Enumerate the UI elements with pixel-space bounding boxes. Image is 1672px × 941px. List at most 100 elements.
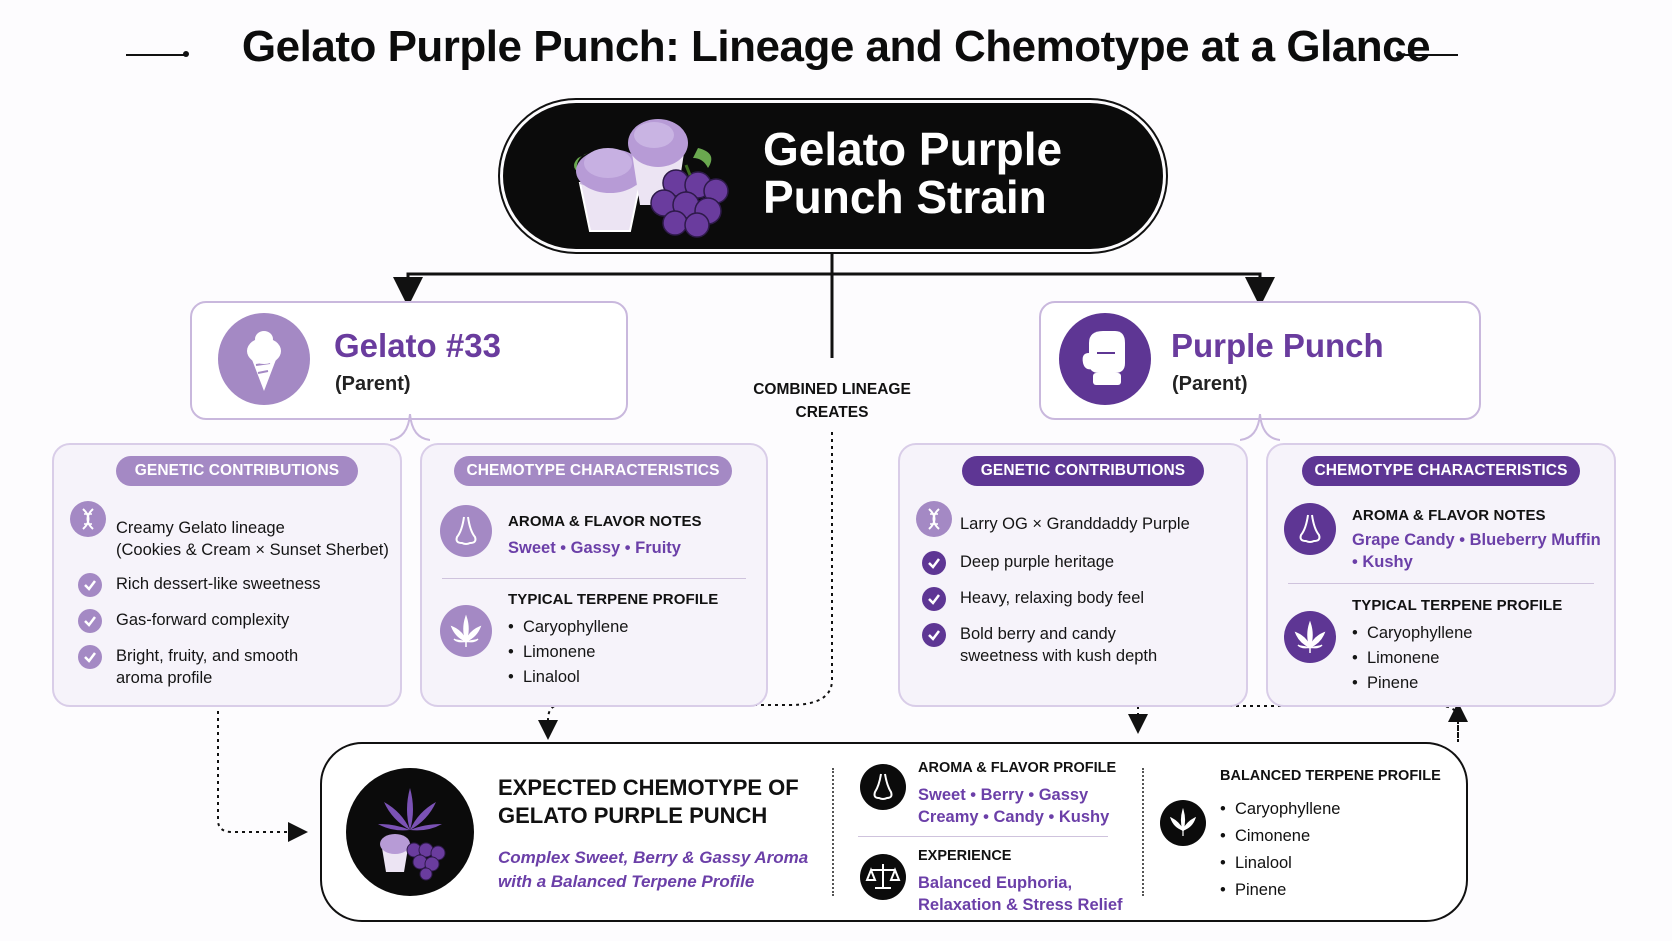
right-genetic-item-1: Larry OG × Granddaddy Purple xyxy=(960,515,1190,533)
root-title-line2: Punch Strain xyxy=(763,171,1047,223)
right-terpene-1: • Caryophyllene xyxy=(1352,624,1473,642)
expected-title-line1: EXPECTED CHEMOTYPE OF xyxy=(498,775,799,800)
parent-name-gelato-33: Gelato #33 xyxy=(334,327,501,364)
right-aroma-line1: Grape Candy • Blueberry Muffin xyxy=(1352,531,1601,549)
nose-icon xyxy=(440,505,492,557)
left-genetic-item-3: Gas-forward complexity xyxy=(116,611,290,629)
right-terpene-1-text: Caryophyllene xyxy=(1366,624,1473,642)
expected-terpene-3: • Linalool xyxy=(1220,854,1292,872)
right-terpene-list: • Caryophyllene • Limonene • Pinene xyxy=(1352,621,1472,696)
expected-aroma-line2: Creamy • Candy • Kushy xyxy=(918,808,1110,826)
left-terpene-list: • Caryophyllene • Limonene • Linalool xyxy=(508,615,628,690)
expected-terpene-4: • Pinene xyxy=(1220,881,1287,899)
expected-terpene-list: • Caryophyllene • Cimonene • Linalool • … xyxy=(1220,796,1340,904)
expected-experience: Balanced Euphoria, Relaxation & Stress R… xyxy=(918,872,1123,916)
left-terpene-heading: TYPICAL TERPENE PROFILE xyxy=(508,591,719,608)
expected-terpene-1: • Caryophyllene xyxy=(1220,800,1341,818)
nose-icon xyxy=(860,764,906,810)
left-genetic-item-4-line1: Bright, fruity, and smooth xyxy=(116,647,299,665)
left-chemotype-divider xyxy=(442,578,746,579)
check-icon xyxy=(78,573,102,597)
right-genetic-item-2: Deep purple heritage xyxy=(960,553,1115,571)
expected-title-line2: GELATO PURPLE PUNCH xyxy=(498,803,768,828)
title-rule-left xyxy=(126,54,186,56)
right-terpene-2: • Limonene xyxy=(1352,649,1440,667)
check-icon xyxy=(922,551,946,575)
dna-icon xyxy=(916,501,952,537)
dna-icon xyxy=(70,501,106,537)
right-genetic-item-3: Heavy, relaxing body feel xyxy=(960,589,1145,607)
expected-terpene-4-text: Pinene xyxy=(1234,881,1287,899)
title-rule-right-dot xyxy=(1396,51,1402,57)
right-genetic-item-4-line2: sweetness with kush depth xyxy=(960,647,1158,665)
expected-divider-1 xyxy=(832,768,834,896)
cannabis-leaf-icon xyxy=(1160,800,1206,846)
expected-terpene-heading: BALANCED TERPENE PROFILE xyxy=(1220,768,1441,784)
left-genetic-item-4: Bright, fruity, and smooth aroma profile xyxy=(116,645,298,689)
left-aroma-heading: AROMA & FLAVOR NOTES xyxy=(508,513,702,530)
left-terpene-2: • Limonene xyxy=(508,643,596,661)
title-rule-right xyxy=(1400,54,1458,56)
left-terpene-3-text: Linalool xyxy=(522,668,580,686)
boxing-glove-icon xyxy=(1059,313,1151,405)
expected-title: EXPECTED CHEMOTYPE OF GELATO PURPLE PUNC… xyxy=(498,774,799,830)
right-genetic-label: GENETIC CONTRIBUTIONS xyxy=(962,456,1204,486)
left-genetic-item-1-line1: Creamy Gelato lineage xyxy=(116,519,285,537)
left-aroma-notes: Sweet • Gassy • Fruity xyxy=(508,539,681,557)
root-title-line1: Gelato Purple xyxy=(763,123,1063,175)
left-genetic-item-1-line2: (Cookies & Cream × Sunset Sherbet) xyxy=(116,541,389,559)
left-chemotype-panel: CHEMOTYPE CHARACTERISTICS AROMA & FLAVOR… xyxy=(420,443,768,707)
expected-description: Complex Sweet, Berry & Gassy Aroma with … xyxy=(498,846,808,894)
dessert-grapes-icon xyxy=(574,119,729,238)
root-title: Gelato Purple Punch Strain xyxy=(763,125,1143,221)
parent-subtitle-right: (Parent) xyxy=(1172,373,1248,395)
check-icon xyxy=(78,645,102,669)
right-genetic-item-4: Bold berry and candy sweetness with kush… xyxy=(960,623,1157,667)
left-genetic-item-4-line2: aroma profile xyxy=(116,669,213,687)
expected-desc-line1: Complex Sweet, Berry & Gassy Aroma xyxy=(498,848,809,867)
left-genetic-item-1: Creamy Gelato lineage (Cookies & Cream ×… xyxy=(116,517,396,561)
combined-lineage-line1: COMBINED LINEAGE xyxy=(753,381,911,398)
right-chemotype-divider xyxy=(1288,583,1594,584)
check-icon xyxy=(922,587,946,611)
expected-inner-divider xyxy=(858,836,1108,837)
root-strain-node: Gelato Purple Punch Strain xyxy=(503,103,1163,249)
expected-experience-line2: Relaxation & Stress Relief xyxy=(918,896,1123,914)
right-terpene-3: • Pinene xyxy=(1352,674,1419,692)
balance-scale-icon xyxy=(860,854,906,900)
parent-card-gelato-33: Gelato #33 (Parent) xyxy=(190,301,628,420)
cannabis-leaf-icon xyxy=(440,605,492,657)
right-aroma-heading: AROMA & FLAVOR NOTES xyxy=(1352,507,1546,524)
left-terpene-1: • Caryophyllene xyxy=(508,618,629,636)
page-title: Gelato Purple Punch: Lineage and Chemoty… xyxy=(241,22,1431,71)
expected-aroma-heading: AROMA & FLAVOR PROFILE xyxy=(918,760,1117,776)
left-parent-bracket xyxy=(390,414,430,441)
combined-lineage-label: COMBINED LINEAGE CREATES xyxy=(730,378,934,424)
right-aroma-line2: • Kushy xyxy=(1352,553,1413,571)
expected-experience-heading: EXPERIENCE xyxy=(918,848,1012,864)
check-icon xyxy=(78,609,102,633)
left-genetic-panel: GENETIC CONTRIBUTIONS Creamy Gelato line… xyxy=(52,443,402,707)
title-rule-left-dot xyxy=(183,51,189,57)
expected-terpene-2: • Cimonene xyxy=(1220,827,1311,845)
right-terpene-3-text: Pinene xyxy=(1366,674,1419,692)
right-aroma-notes: Grape Candy • Blueberry Muffin • Kushy xyxy=(1352,529,1601,573)
right-chemotype-panel: CHEMOTYPE CHARACTERISTICS AROMA & FLAVOR… xyxy=(1266,443,1616,707)
combined-lineage-line2: CREATES xyxy=(795,404,869,421)
expected-aroma-notes: Sweet • Berry • Gassy Creamy • Candy • K… xyxy=(918,784,1109,828)
left-genetic-item-2: Rich dessert-like sweetness xyxy=(116,575,321,593)
parent-name-purple-punch: Purple Punch xyxy=(1171,327,1384,364)
left-terpene-2-text: Limonene xyxy=(522,643,596,661)
cannabis-leaf-icon xyxy=(1284,611,1336,663)
parent-subtitle-left: (Parent) xyxy=(335,373,411,395)
right-genetic-panel: GENETIC CONTRIBUTIONS Larry OG × Grandda… xyxy=(898,443,1248,707)
right-genetic-item-4-line1: Bold berry and candy xyxy=(960,625,1116,643)
expected-terpene-2-text: Cimonene xyxy=(1234,827,1311,845)
expected-terpene-1-text: Caryophyllene xyxy=(1234,800,1341,818)
expected-divider-2 xyxy=(1142,768,1144,896)
expected-badge-icon xyxy=(346,768,474,896)
expected-aroma-line1: Sweet • Berry • Gassy xyxy=(918,786,1089,804)
right-terpene-heading: TYPICAL TERPENE PROFILE xyxy=(1352,597,1563,614)
left-terpene-3: • Linalool xyxy=(508,668,580,686)
left-chemotype-label: CHEMOTYPE CHARACTERISTICS xyxy=(454,456,732,486)
